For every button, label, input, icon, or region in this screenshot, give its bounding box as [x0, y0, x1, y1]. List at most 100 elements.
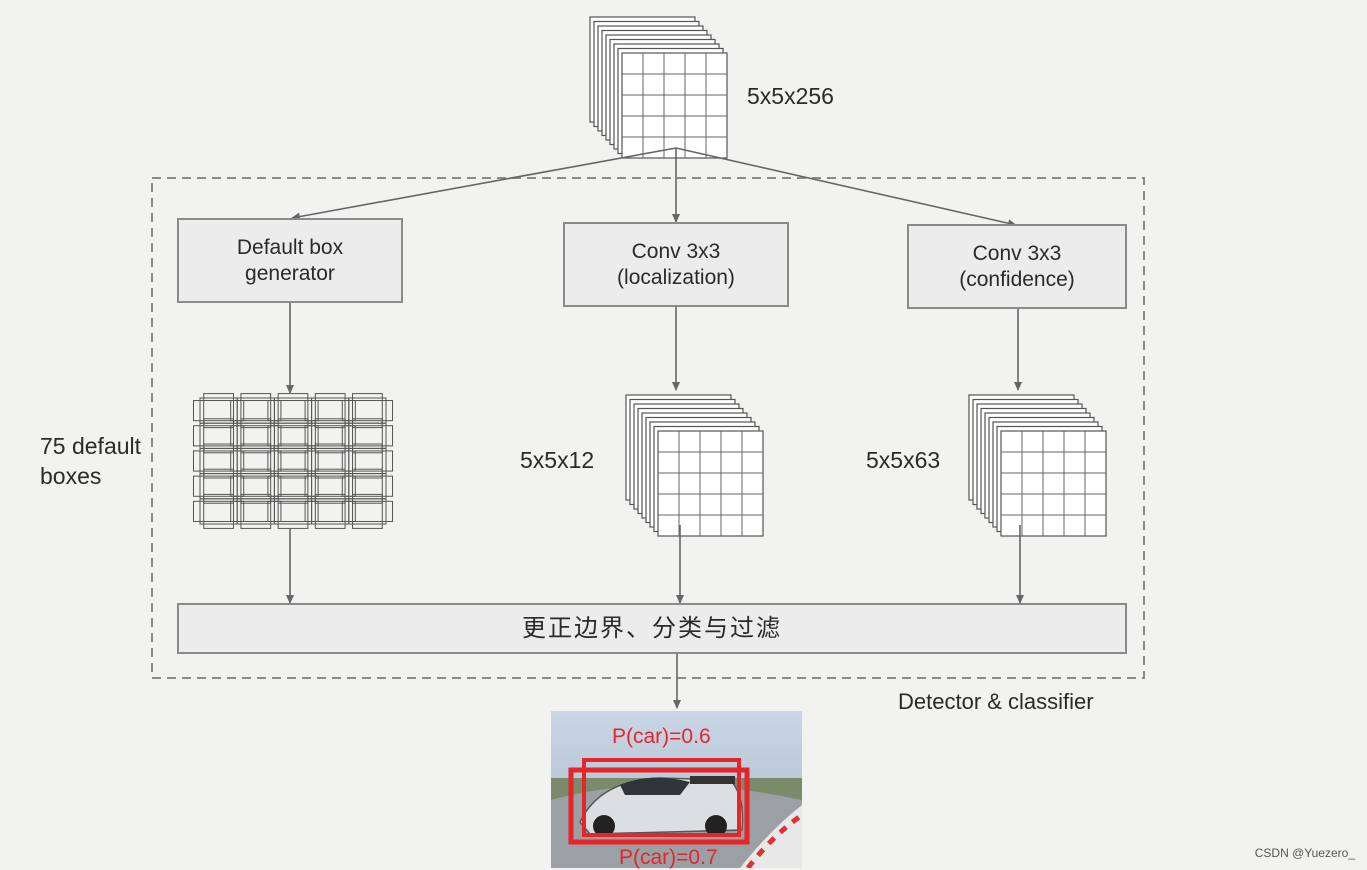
- default-box: [341, 400, 394, 422]
- feature-map-layer: [657, 430, 764, 537]
- default-box: [203, 443, 234, 479]
- conv-confidence-line2: (confidence): [959, 267, 1075, 291]
- default-box: [267, 500, 319, 522]
- conv-localization-block: Conv 3x3 (localization): [563, 222, 789, 307]
- default-box: [348, 447, 387, 475]
- default-box: [277, 493, 309, 529]
- default-box: [341, 425, 394, 447]
- default-box: [236, 498, 275, 525]
- default-box: [230, 425, 282, 447]
- arrow-input-to-default-box: [291, 147, 677, 221]
- default-box: [314, 418, 346, 454]
- input-size-label: 5x5x256: [747, 83, 834, 109]
- default-box: [240, 443, 272, 479]
- confidence-feature-map-stack: [968, 394, 1107, 537]
- default-box: [273, 498, 313, 525]
- default-box: [240, 418, 272, 454]
- default-box: [352, 393, 383, 429]
- default-box: [277, 418, 309, 454]
- flow-arrows: [286, 147, 1024, 709]
- default-box: [192, 400, 245, 422]
- default-box: [199, 447, 238, 475]
- default-box: [267, 425, 319, 447]
- default-box: [277, 468, 309, 504]
- default-box: [314, 468, 346, 504]
- postprocess-label: 更正边界、分类与过滤: [522, 614, 782, 642]
- confidence-size-label: 5x5x63: [866, 447, 941, 473]
- default-box: [352, 493, 383, 529]
- default-box: [240, 393, 272, 429]
- default-box: [311, 397, 350, 424]
- default-box: [267, 475, 319, 497]
- default-box: [352, 418, 383, 454]
- default-box: [192, 475, 245, 497]
- default-box: [236, 422, 275, 449]
- default-box: [192, 425, 245, 447]
- default-box: [236, 397, 275, 424]
- default-box: [199, 422, 238, 449]
- default-box: [341, 500, 394, 522]
- detection-box-top: [582, 758, 741, 837]
- detection-result-image: [551, 711, 804, 868]
- default-box: [341, 475, 394, 497]
- feature-map-layer: [1000, 430, 1107, 537]
- default-box: [348, 498, 387, 525]
- default-box: [304, 400, 356, 422]
- localization-size-label: 5x5x12: [520, 447, 595, 473]
- watermark: CSDN @Yuezero_: [1254, 846, 1355, 860]
- default-box-generator-line1: Default box: [236, 235, 344, 259]
- default-box-generator-block: Default box generator: [177, 218, 403, 303]
- default-box: [304, 500, 356, 522]
- detector-group-label: Detector & classifier: [898, 689, 1094, 714]
- default-box: [267, 400, 319, 422]
- default-box: [203, 493, 234, 529]
- conv-confidence-line1: Conv 3x3: [972, 241, 1062, 265]
- default-boxes-label-line1: 75 default: [40, 433, 142, 459]
- default-box: [192, 450, 245, 472]
- postprocess-block: 更正边界、分类与过滤: [177, 603, 1127, 654]
- default-box: [304, 450, 356, 472]
- default-box: [236, 447, 275, 475]
- default-box: [236, 473, 275, 500]
- default-box: [304, 425, 356, 447]
- default-box: [341, 450, 394, 472]
- prediction-label-top: P(car)=0.6: [612, 725, 711, 748]
- default-boxes-grid: [192, 393, 394, 529]
- default-box: [192, 500, 245, 522]
- default-box: [267, 450, 319, 472]
- arrow-input-to-confidence: [675, 147, 1017, 228]
- default-box: [277, 443, 309, 479]
- default-box: [314, 493, 346, 529]
- default-box: [348, 397, 387, 424]
- default-box: [311, 473, 350, 500]
- default-boxes-label-line2: boxes: [40, 463, 102, 489]
- default-box: [199, 397, 238, 424]
- default-box: [203, 393, 234, 429]
- detection-box-bottom: [568, 767, 750, 845]
- default-box: [230, 400, 282, 422]
- localization-feature-map-stack: [625, 394, 764, 537]
- default-box-generator-line2: generator: [245, 261, 335, 285]
- default-box: [199, 473, 238, 500]
- default-box: [314, 443, 346, 479]
- conv-confidence-block: Conv 3x3 (confidence): [907, 224, 1127, 309]
- default-box: [348, 422, 387, 449]
- default-box: [273, 447, 313, 475]
- conv-localization-line1: Conv 3x3: [631, 239, 721, 263]
- default-box: [199, 498, 238, 525]
- default-box: [273, 422, 313, 449]
- default-box: [240, 493, 272, 529]
- default-box: [311, 498, 350, 525]
- default-box: [273, 397, 313, 424]
- default-box: [314, 393, 346, 429]
- default-box: [348, 473, 387, 500]
- conv-localization-line2: (localization): [617, 265, 735, 289]
- prediction-label-bottom: P(car)=0.7: [619, 846, 718, 869]
- input-feature-map-stack: [589, 16, 728, 159]
- default-box: [352, 443, 383, 479]
- default-box: [203, 468, 234, 504]
- default-box: [311, 447, 350, 475]
- default-box: [240, 468, 272, 504]
- default-box: [203, 418, 234, 454]
